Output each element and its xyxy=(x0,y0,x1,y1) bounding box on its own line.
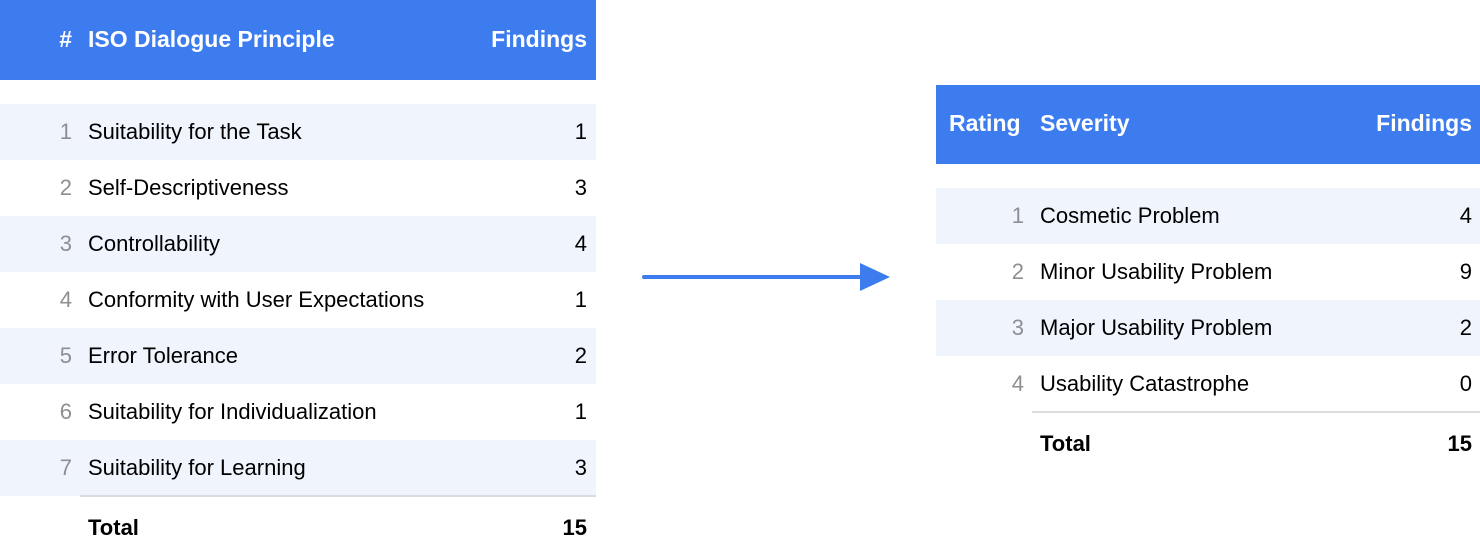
column-header-principle: ISO Dialogue Principle xyxy=(88,26,335,52)
severity-table: Rating Severity Findings 1 Cosmetic Prob… xyxy=(936,85,1480,475)
total-value: 15 xyxy=(562,515,587,540)
row-findings: 2 xyxy=(1459,315,1472,340)
row-findings: 3 xyxy=(574,175,587,200)
column-header-findings: Findings xyxy=(1376,110,1472,136)
row-label: Suitability for the Task xyxy=(88,119,302,144)
table-header: Rating Severity Findings xyxy=(936,85,1480,164)
table-row: 5 Error Tolerance 2 xyxy=(0,328,596,384)
row-number: 7 xyxy=(59,455,72,480)
row-number: 3 xyxy=(59,231,72,256)
table-row: 7 Suitability for Learning 3 xyxy=(0,440,596,496)
table-row: 4 Usability Catastrophe 0 xyxy=(936,356,1480,412)
table-header: # ISO Dialogue Principle Findings xyxy=(0,0,596,80)
total-row: Total 15 xyxy=(0,500,596,556)
total-row: Total 15 xyxy=(936,416,1480,472)
table-row: 3 Controllability 4 xyxy=(0,216,596,272)
table-row: 1 Suitability for the Task 1 xyxy=(0,104,596,160)
total-label: Total xyxy=(88,515,139,540)
row-label: Controllability xyxy=(88,231,221,256)
table-row: 6 Suitability for Individualization 1 xyxy=(0,384,596,440)
row-number: 1 xyxy=(1011,203,1024,228)
row-findings: 0 xyxy=(1459,371,1472,396)
table-row: 4 Conformity with User Expectations 1 xyxy=(0,272,596,328)
table-row: 3 Major Usability Problem 2 xyxy=(936,300,1480,356)
row-label: Conformity with User Expectations xyxy=(88,287,425,312)
row-label: Usability Catastrophe xyxy=(1040,371,1250,396)
row-label: Minor Usability Problem xyxy=(1040,259,1273,284)
row-findings: 4 xyxy=(574,231,587,256)
row-number: 1 xyxy=(59,119,72,144)
column-header-number: # xyxy=(59,26,72,52)
row-number: 3 xyxy=(1011,315,1024,340)
row-findings: 4 xyxy=(1459,203,1472,228)
row-findings: 9 xyxy=(1459,259,1472,284)
total-divider xyxy=(1032,411,1480,413)
row-label: Suitability for Individualization xyxy=(88,399,377,424)
row-findings: 1 xyxy=(574,399,587,424)
column-header-findings: Findings xyxy=(491,26,587,52)
total-label: Total xyxy=(1040,431,1091,456)
row-label: Cosmetic Problem xyxy=(1040,203,1220,228)
row-label: Major Usability Problem xyxy=(1040,315,1273,340)
row-findings: 2 xyxy=(574,343,587,368)
row-findings: 1 xyxy=(574,287,587,312)
row-number: 6 xyxy=(59,399,72,424)
row-number: 5 xyxy=(59,343,72,368)
row-label: Suitability for Learning xyxy=(88,455,306,480)
row-findings: 3 xyxy=(574,455,587,480)
table-row: 2 Minor Usability Problem 9 xyxy=(936,244,1480,300)
total-value: 15 xyxy=(1447,431,1472,456)
row-number: 2 xyxy=(59,175,72,200)
table-row: 2 Self-Descriptiveness 3 xyxy=(0,160,596,216)
row-label: Self-Descriptiveness xyxy=(88,175,289,200)
column-header-severity: Severity xyxy=(1040,110,1130,136)
row-findings: 1 xyxy=(574,119,587,144)
iso-principles-table: # ISO Dialogue Principle Findings 1 Suit… xyxy=(0,0,596,540)
column-header-rating: Rating xyxy=(949,110,1021,136)
table-row: 1 Cosmetic Problem 4 xyxy=(936,188,1480,244)
arrow-right-icon xyxy=(642,263,890,291)
row-number: 4 xyxy=(1011,371,1024,396)
row-label: Error Tolerance xyxy=(88,343,238,368)
row-number: 4 xyxy=(59,287,72,312)
total-divider xyxy=(80,495,596,497)
row-number: 2 xyxy=(1011,259,1024,284)
